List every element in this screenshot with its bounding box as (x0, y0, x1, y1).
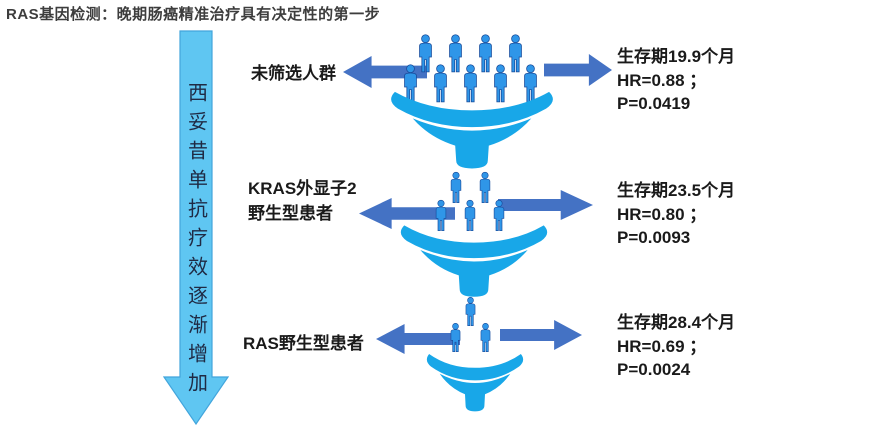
down-arrow-icon (163, 30, 229, 425)
person-icon (450, 171, 461, 204)
funnel-icon (388, 84, 556, 172)
funnel-shape (400, 225, 548, 297)
people-group-kras-wildtype (400, 170, 540, 234)
funnel-icon (398, 218, 550, 300)
funnel-icon (425, 348, 525, 414)
person-icon (403, 64, 417, 103)
people-group-ras-wildtype (410, 296, 530, 354)
survival-value: 生存期28.4个月 (617, 313, 736, 332)
person-icon (464, 199, 476, 232)
people-group-unscreened (390, 32, 550, 106)
people-row-bottom (402, 62, 539, 106)
page-title: RAS基因检测：晚期肠癌精准治疗具有决定性的第一步 (6, 6, 381, 23)
person-icon (478, 34, 492, 73)
hr-value: HR=0.80 ； (617, 204, 707, 224)
p-value: P=0.0093 (617, 228, 691, 247)
survival-value: 生存期19.9个月 (617, 47, 736, 66)
people-row-top (417, 32, 524, 76)
person-icon (508, 34, 522, 73)
person-icon (523, 64, 537, 103)
person-icon (493, 64, 507, 103)
person-icon (448, 34, 462, 73)
label-line: KRAS外显子2 (248, 179, 357, 198)
person-icon (463, 64, 477, 103)
people-row-bottom (449, 322, 492, 354)
p-value: P=0.0024 (617, 360, 691, 379)
survival-value: 生存期23.5个月 (617, 181, 736, 200)
person-icon (465, 297, 475, 326)
stage-label-ras-wildtype: RAS野生型患者 (243, 331, 364, 356)
efficacy-trend-label: 西妥昔单抗疗效逐渐增加 (184, 82, 207, 401)
stats-kras-wildtype: 生存期23.5个月 HR=0.80 ； P=0.0093 (617, 179, 735, 250)
person-icon (450, 323, 460, 352)
stats-ras-wildtype: 生存期28.4个月 HR=0.69 ； P=0.0024 (617, 311, 735, 382)
person-icon (418, 34, 432, 73)
efficacy-trend-arrow: 西妥昔单抗疗效逐渐增加 (163, 30, 229, 425)
right-arrow-icon (544, 54, 612, 86)
hr-value: HR=0.88 ； (617, 70, 707, 90)
people-row-top (449, 170, 492, 206)
stats-unscreened: 生存期19.9个月 HR=0.88 ； P=0.0419 (617, 45, 735, 116)
label-line: 野生型患者 (248, 204, 333, 223)
label-line: 未筛选人群 (251, 64, 336, 83)
person-icon (479, 171, 490, 204)
funnel-shape (391, 91, 553, 169)
p-value: P=0.0419 (617, 94, 691, 113)
person-icon (493, 199, 505, 232)
people-row-bottom (434, 198, 506, 234)
funnel-shape (426, 353, 524, 412)
hr-value: HR=0.69 ； (617, 336, 707, 356)
person-icon (435, 199, 447, 232)
stage-label-kras-exon2-wildtype: KRAS外显子2 野生型患者 (248, 176, 357, 226)
person-icon (480, 323, 490, 352)
people-row-top (464, 296, 477, 328)
stage-label-unscreened: 未筛选人群 (230, 61, 336, 86)
label-line: RAS野生型患者 (243, 334, 364, 353)
person-icon (433, 64, 447, 103)
